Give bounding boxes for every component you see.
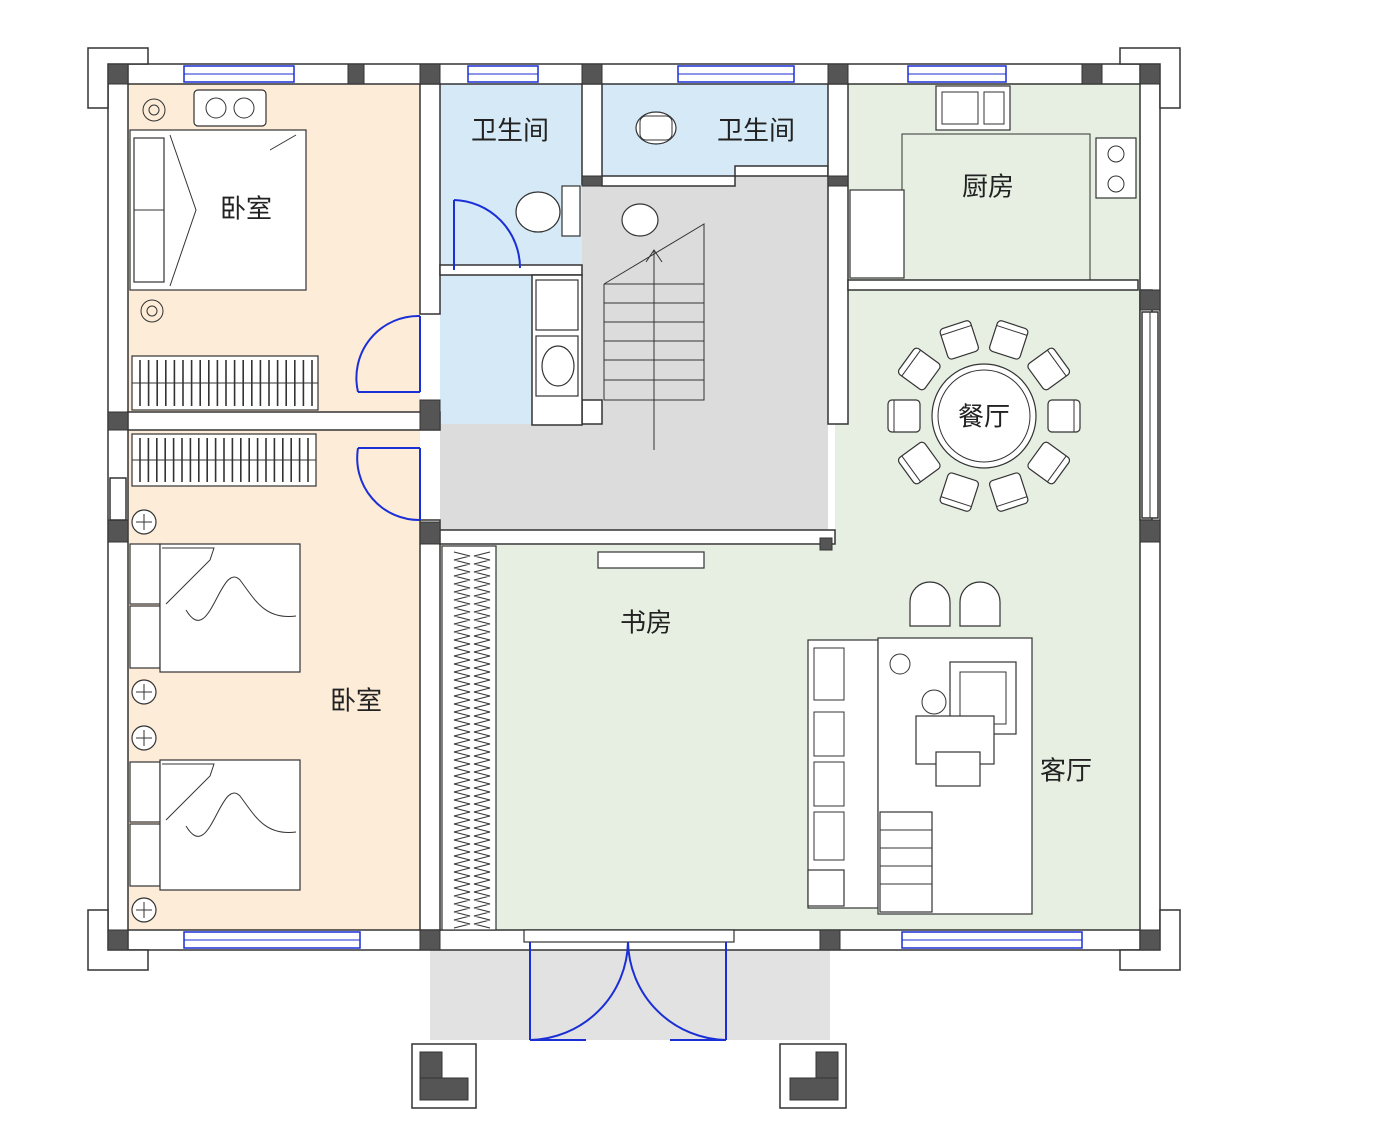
wardrobe-top-hangers: [139, 360, 313, 406]
windows: [109, 65, 1159, 949]
label-kitchen: 厨房: [962, 173, 1014, 203]
living-furniture: [807, 581, 1033, 915]
wardrobe-bottom-hangers: [139, 438, 309, 482]
label-bathroom-right: 卫生间: [717, 117, 795, 147]
staircase: [603, 223, 705, 450]
label-bedroom-bottom: 卧室: [330, 687, 382, 717]
dining-chair: [939, 472, 979, 512]
dining-set: [887, 320, 1081, 512]
bedroom-top-furniture: [129, 89, 319, 411]
dining-chair: [989, 320, 1029, 360]
label-study: 书房: [620, 609, 672, 639]
dining-chair: [887, 399, 921, 433]
label-bathroom-left: 卫生间: [471, 117, 549, 147]
dining-chair: [1027, 441, 1071, 485]
corner-pillars: [87, 47, 1181, 971]
kitchen-fixtures: [849, 85, 1137, 280]
dining-chair: [1047, 399, 1081, 433]
doors: [355, 199, 735, 1041]
dining-chair: [939, 320, 979, 360]
dining-chair: [897, 347, 941, 391]
label-living: 客厅: [1040, 757, 1092, 787]
label-bedroom-top: 卧室: [220, 195, 272, 225]
bathroom-fixtures: [515, 111, 677, 397]
study-furniture: [441, 545, 705, 931]
hall-fill: [440, 176, 828, 530]
label-dining: 餐厅: [958, 403, 1010, 433]
study-shelf-teeth: [453, 551, 491, 929]
dining-chair: [897, 441, 941, 485]
columns: [107, 63, 1161, 1109]
bathroom-right-fill: [602, 84, 828, 186]
dining-chair: [1027, 347, 1071, 391]
room-labels: 卧室 卫生间 卫生间 厨房 餐厅 书房 卧室 客厅: [220, 117, 1092, 787]
dining-chair: [989, 472, 1029, 512]
